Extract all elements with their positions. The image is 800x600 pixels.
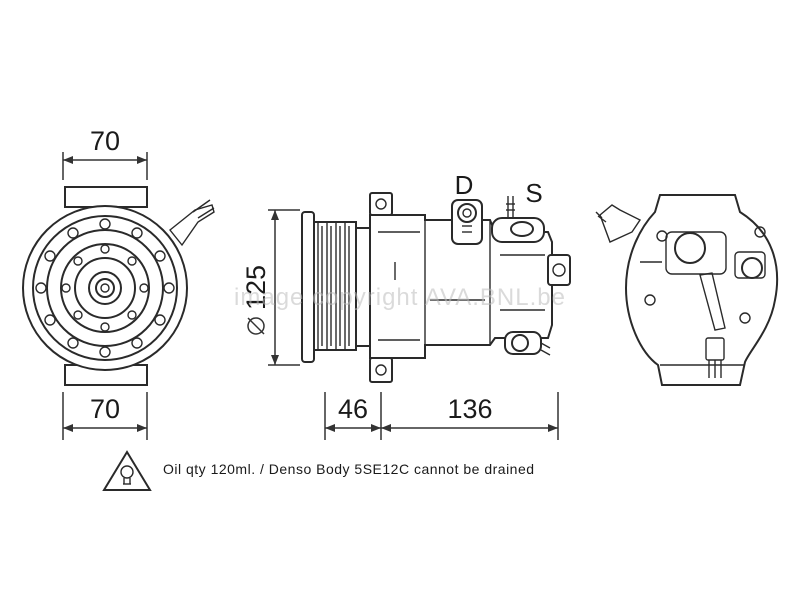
side-bottom-mount [369, 357, 393, 383]
front-top-mount-ear [64, 186, 148, 208]
oil-note: Oil qty 120ml. / Denso Body 5SE12C canno… [102, 450, 535, 491]
suction-port-label: S [525, 178, 542, 208]
clutch-connector [504, 331, 551, 356]
dim-front-bottom-value: 70 [90, 394, 120, 424]
dim-front-top: 70 [62, 126, 148, 180]
side-top-mount [369, 192, 393, 216]
discharge-port: D [451, 170, 483, 245]
rear-port-b [741, 257, 763, 279]
rear-port-a [674, 232, 706, 264]
side-view: 125 [241, 170, 571, 440]
warning-bulb-icon [102, 450, 152, 491]
dim-front-bottom: 70 [62, 392, 148, 440]
dim-pulley-diameter: 125 [241, 209, 300, 366]
dim-pulley-diameter-value: 125 [241, 265, 271, 310]
dim-pulley-length-value: 46 [338, 394, 368, 424]
front-view: 70 70 [22, 126, 215, 440]
front-hub [88, 271, 122, 305]
discharge-port-label: D [455, 170, 474, 200]
rear-housing [624, 194, 779, 386]
front-side-connector [169, 204, 215, 247]
rear-view [595, 194, 779, 386]
dim-front-top-value: 70 [90, 126, 120, 156]
compressor-body [369, 214, 553, 359]
dim-pulley-length: 46 [324, 392, 382, 440]
dim-body-length-value: 136 [447, 394, 492, 424]
watermark: image copyright AVA.BNL.be [234, 284, 566, 311]
front-bolt-holes [35, 218, 175, 358]
suction-port: S [491, 178, 545, 243]
oil-note-text: Oil qty 120ml. / Denso Body 5SE12C canno… [163, 461, 535, 477]
rear-boss [547, 254, 571, 286]
dim-body-length: 136 [381, 392, 559, 440]
rear-side-connector [599, 204, 642, 243]
